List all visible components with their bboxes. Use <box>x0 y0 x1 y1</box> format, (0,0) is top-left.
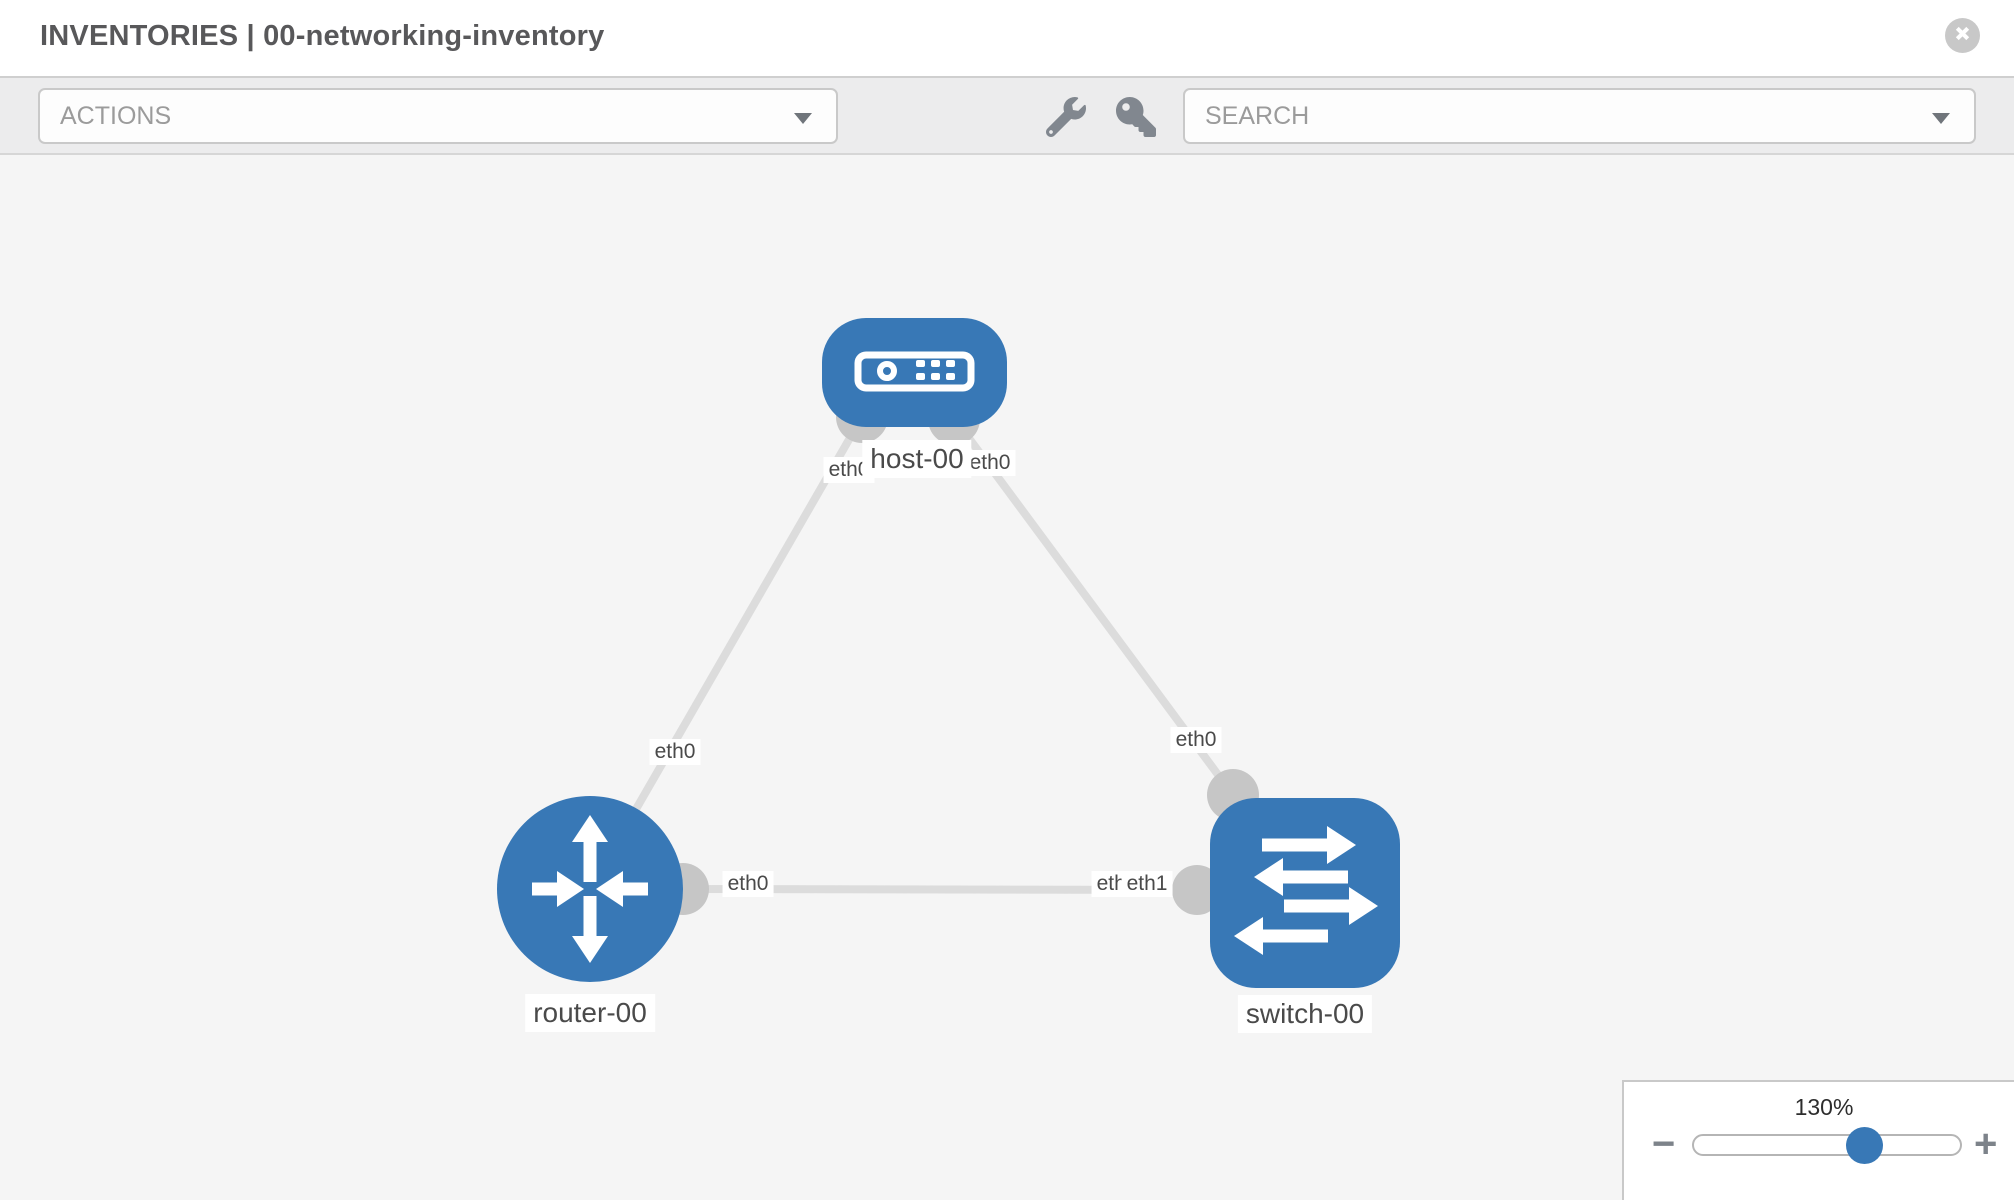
zoom-in-button[interactable]: + <box>1974 1122 1998 1166</box>
actions-dropdown-placeholder: ACTIONS <box>60 102 172 130</box>
zoom-out-button[interactable]: − <box>1652 1122 1676 1166</box>
iface-label-host-left: eth0 <box>823 457 875 483</box>
iface-label-switch-left-eth1: eth1 <box>1121 871 1173 897</box>
host-icon <box>854 351 975 392</box>
key-icon <box>1116 97 1156 141</box>
close-button[interactable] <box>1945 18 1980 53</box>
node-router[interactable] <box>497 796 683 982</box>
iface-label-router-right: eth0 <box>722 871 774 897</box>
links-layer <box>586 415 1237 894</box>
node-label-router: router-00 <box>525 994 655 1032</box>
tools-button[interactable] <box>1045 97 1086 138</box>
actions-dropdown[interactable]: ACTIONS <box>38 88 838 144</box>
topology-graph <box>497 318 1400 988</box>
router-icon <box>532 815 648 963</box>
zoom-level: 130% <box>1794 1094 1854 1120</box>
modal-header: INVENTORIES | 00-networking-inventory <box>0 0 2014 76</box>
node-label-host: host-00 <box>862 440 972 478</box>
chevron-down-icon <box>1932 113 1950 124</box>
chevron-down-icon <box>794 113 812 124</box>
credentials-button[interactable] <box>1116 97 1156 137</box>
page-title: INVENTORIES | 00-networking-inventory <box>40 20 605 52</box>
node-label-switch: switch-00 <box>1237 995 1373 1033</box>
node-switch[interactable] <box>1210 798 1400 988</box>
iface-label-switch-top: eth0 <box>1170 727 1222 753</box>
switch-icon <box>1234 826 1378 955</box>
zoom-panel: 130% − + <box>1622 1080 2014 1200</box>
search-dropdown[interactable]: SEARCH <box>1183 88 1976 144</box>
connector-switch-eth1 <box>1172 865 1222 915</box>
node-host[interactable] <box>822 318 1007 427</box>
wrench-icon <box>1045 97 1086 141</box>
iface-label-router-top: eth0 <box>649 739 701 765</box>
toolbar: ACTIONS SEARCH <box>0 76 2014 155</box>
close-icon <box>1953 24 1972 48</box>
search-placeholder: SEARCH <box>1205 102 1310 130</box>
topology-canvas[interactable]: host-00 router-00 switch-00 eth0 eth0 et… <box>0 155 2014 1200</box>
iface-label-host-right: eth0 <box>964 450 1016 476</box>
zoom-slider-track[interactable] <box>1692 1134 1962 1156</box>
zoom-slider-thumb[interactable] <box>1846 1127 1883 1164</box>
